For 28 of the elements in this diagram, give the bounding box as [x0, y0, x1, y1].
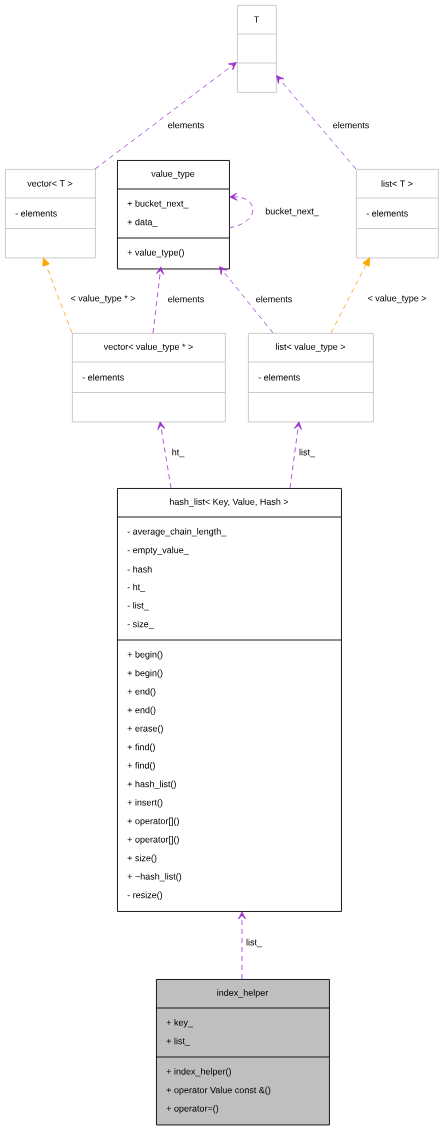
- edge-label: ht_: [170, 447, 186, 459]
- edge-label: list_: [298, 447, 316, 459]
- edge-label: list_: [245, 937, 263, 949]
- class-box: vector< T > - elements: [4, 169, 96, 259]
- arrow: [289, 421, 302, 489]
- class-box: index_helper + key_ + list_ + index_helper() + operator Value const &() + operator=(): [155, 979, 330, 1126]
- edge-label: < value_type * >: [69, 293, 137, 305]
- arrow: [238, 911, 246, 980]
- class-box: list< T > - elements: [355, 169, 439, 259]
- arrow: [276, 75, 357, 170]
- class-box: list< value_type > - elements: [247, 333, 374, 423]
- class-box: hash_list< Key, Value, Hash > - average_chain_length_ - empty_value_ - hash - ht_ - list_ - size_ + begin() + begin() + end() + end() + erase() + find() + find() + hash_list() + insert() + operator[]() + operator[]() + size() + ~hash_list() - resize(): [116, 488, 342, 912]
- arrow: [330, 257, 370, 334]
- edge-label: elements: [166, 294, 206, 304]
- edge-label: bucket_next_: [264, 206, 320, 218]
- edge-label: elements: [166, 120, 206, 130]
- edge-label: < value_type >: [366, 293, 428, 305]
- edge-label: elements: [254, 294, 294, 304]
- arrow: [157, 421, 172, 489]
- class-box: value_type + bucket_next_ + data_ + value_type(): [116, 160, 230, 270]
- class-box: T: [236, 5, 277, 93]
- edge-label: elements: [331, 120, 371, 130]
- class-box: vector< value_type * > - elements: [71, 333, 226, 423]
- arrow: [219, 266, 274, 334]
- arrow: [152, 266, 164, 334]
- arrow: [42, 257, 73, 334]
- arrow: [228, 192, 254, 229]
- arrow: [94, 62, 237, 170]
